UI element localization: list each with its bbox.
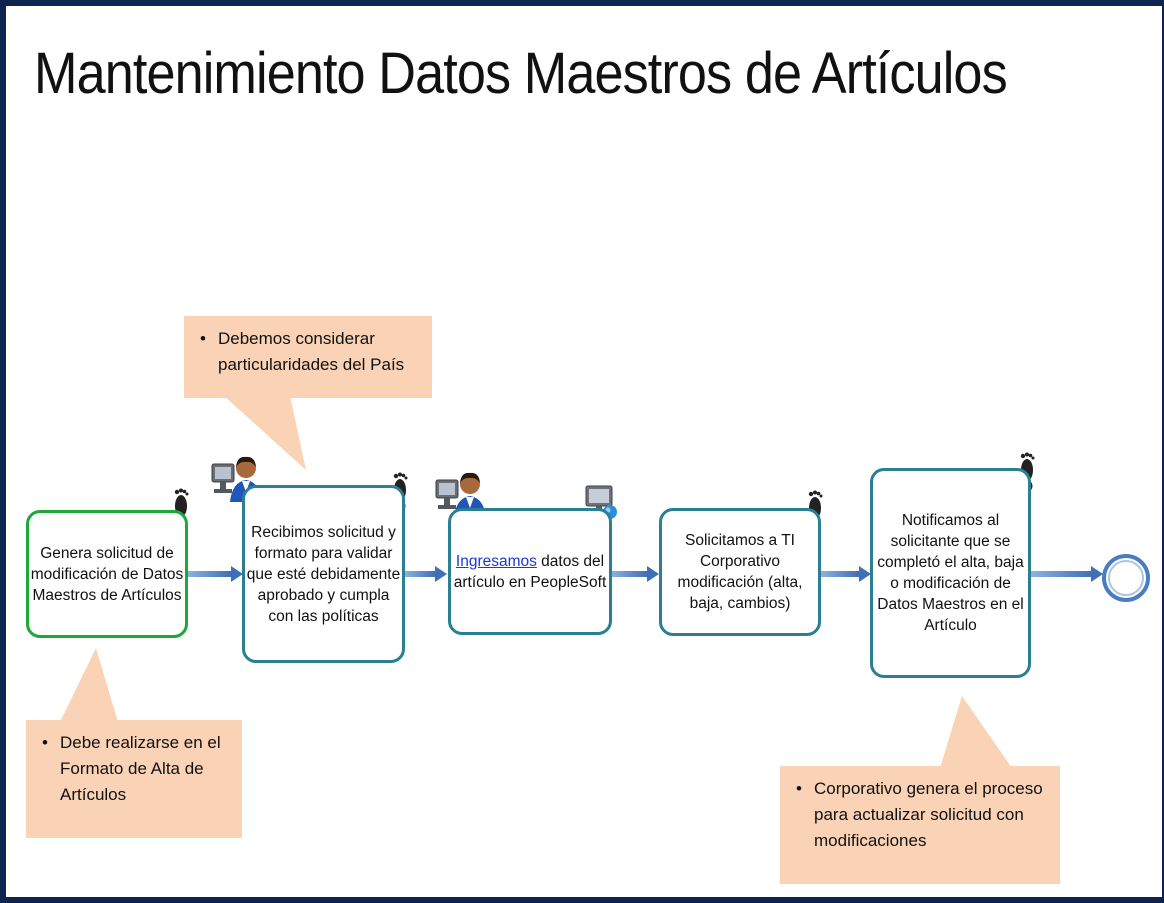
arrow-2 (405, 571, 435, 577)
flow-arrows (187, 566, 1103, 582)
step-box-generate-request: Genera solicitud de modificación de Dato… (26, 510, 188, 638)
bullet: • (42, 733, 48, 752)
step-text: Recibimos solicitud y formato para valid… (246, 523, 401, 625)
note-format-requirement: • Debe realizarse en el Formato de Alta … (26, 720, 242, 838)
step-box-notify-requester: Notificamos al solicitante que se comple… (870, 468, 1031, 678)
step-text: Genera solicitud de modificación de Dato… (30, 544, 184, 604)
step-text: Notificamos al solicitante que se comple… (877, 512, 1024, 634)
step-box-enter-data: Ingresamos datos del artículo en PeopleS… (448, 508, 612, 635)
step-text: Solicitamos a TI Corporativo modificació… (677, 532, 803, 612)
note-text: Debemos considerar particularidades del … (218, 329, 405, 374)
step-box-receive-request: Recibimos solicitud y formato para valid… (242, 485, 405, 663)
note-text: Corporativo genera el proceso para actua… (814, 779, 1043, 850)
note-country-particularities: • Debemos considerar particularidades de… (184, 316, 432, 398)
slide-title: Mantenimiento Datos Maestros de Artículo… (34, 41, 1008, 106)
callout-tail-2 (60, 648, 118, 722)
end-event-icon (1102, 554, 1150, 602)
arrow-5 (1031, 571, 1091, 577)
bullet: • (200, 329, 206, 348)
arrow-3 (611, 571, 647, 577)
step-box-request-it: Solicitamos a TI Corporativo modificació… (659, 508, 821, 636)
arrow-4 (821, 571, 859, 577)
ingresamos-link[interactable]: Ingresamos (455, 552, 537, 570)
arrow-1 (187, 571, 231, 577)
step-text-rest: datos del artículo en PeopleSoft (453, 552, 607, 591)
callout-tail-1 (224, 396, 306, 470)
bullet: • (796, 779, 802, 798)
note-text: Debe realizarse en el Formato de Alta de… (60, 733, 221, 804)
callout-tail-3 (940, 696, 1012, 768)
note-corporate-process: • Corporativo genera el proceso para act… (780, 766, 1060, 884)
step-text: Ingresamos datos del artículo en PeopleS… (451, 551, 609, 593)
